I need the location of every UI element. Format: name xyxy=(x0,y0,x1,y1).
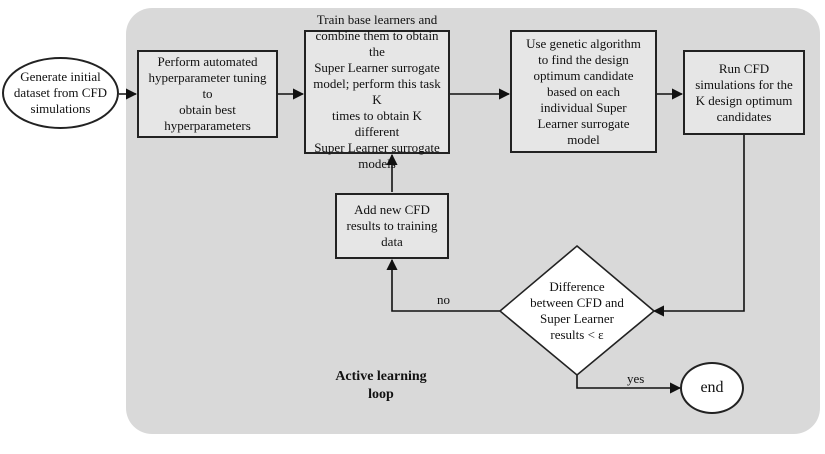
end-node: end xyxy=(680,362,744,414)
genetic-algorithm-text: Use genetic algorithm to find the design… xyxy=(526,35,641,147)
edge-label-no: no xyxy=(437,292,450,307)
train-super-learner-box: Train base learners and combine them to … xyxy=(304,12,450,171)
start-node-text: Generate initial dataset from CFD simula… xyxy=(13,69,108,116)
add-cfd-results-box: Add new CFD results to training data xyxy=(335,193,449,259)
train-super-learner-text: Train base learners and combine them to … xyxy=(313,12,441,171)
hyperparameter-tuning-box: Perform automated hyperparameter tuning … xyxy=(137,50,278,138)
decision-node: Difference between CFD and Super Learner… xyxy=(520,279,634,343)
loop-label: Active learning loop xyxy=(335,369,427,402)
genetic-algorithm-box: Use genetic algorithm to find the design… xyxy=(510,30,657,153)
run-cfd-box: Run CFD simulations for the K design opt… xyxy=(683,50,805,135)
decision-text: Difference between CFD and Super Learner… xyxy=(530,279,624,342)
run-cfd-text: Run CFD simulations for the K design opt… xyxy=(695,60,793,124)
start-node: Generate initial dataset from CFD simula… xyxy=(2,57,119,129)
hyperparameter-tuning-text: Perform automated hyperparameter tuning … xyxy=(148,54,267,133)
edge-label-yes: yes xyxy=(627,371,645,386)
end-node-text: end xyxy=(700,379,724,396)
add-cfd-results-text: Add new CFD results to training data xyxy=(346,202,438,249)
